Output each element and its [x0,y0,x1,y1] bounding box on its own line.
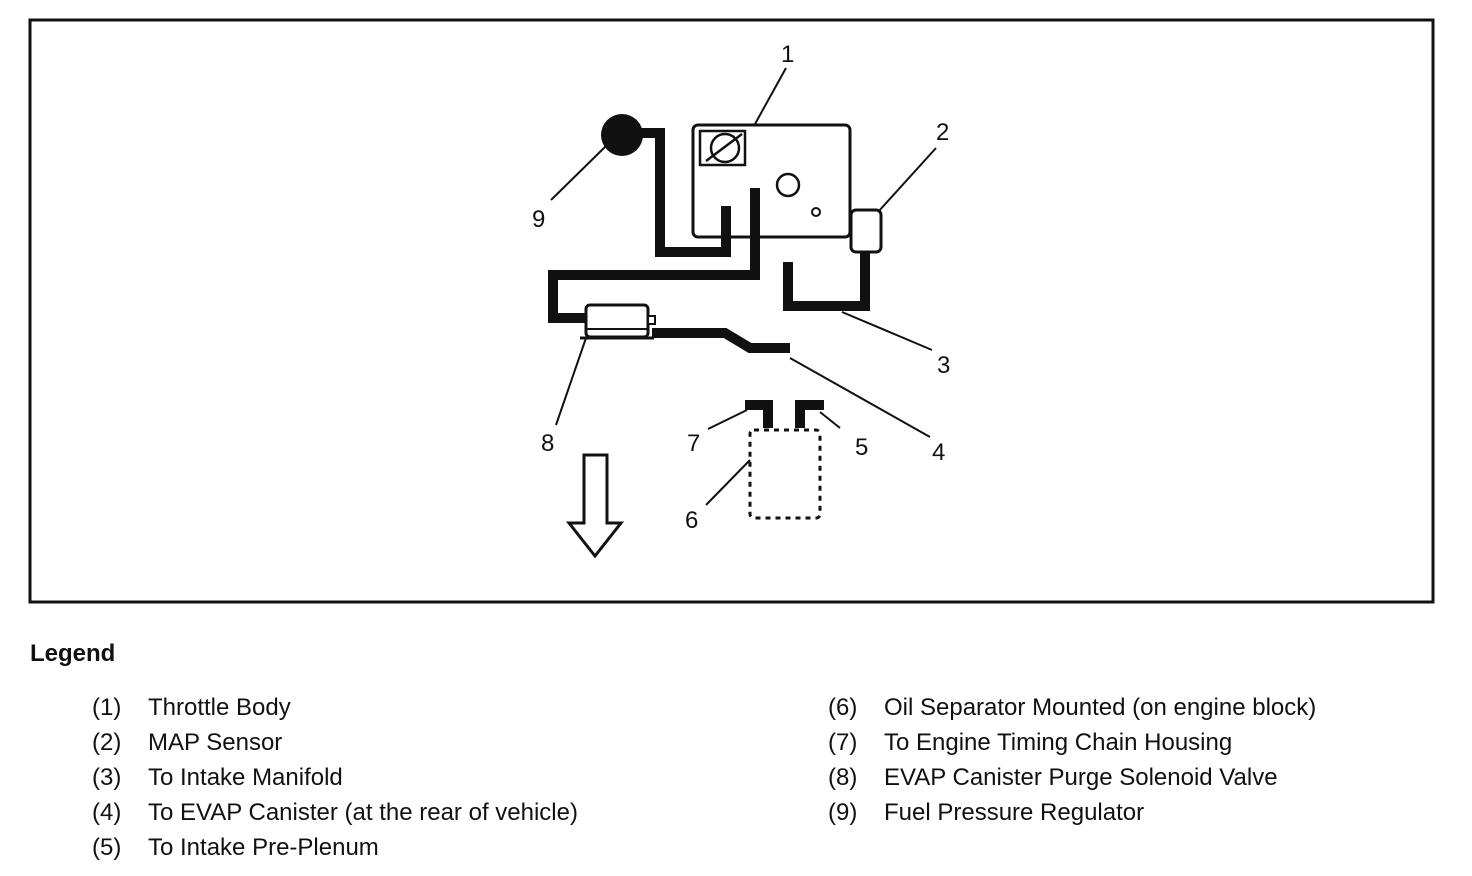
legend-column-right: (6) Oil Separator Mounted (on engine blo… [828,690,1316,830]
legend-label: Oil Separator Mounted (on engine block) [884,694,1317,721]
diagram-frame [28,18,1435,604]
legend-label: To EVAP Canister (at the rear of vehicle… [148,799,578,826]
legend-item-fuel-pressure-regulator: (9) Fuel Pressure Regulator [828,795,1316,830]
legend-number: (3) [92,764,122,791]
callout-7: 7 [687,430,700,457]
hose-timing-chain [745,400,773,428]
legend-column-left: (1) Throttle Body (2) MAP Sensor (3) To … [92,690,578,865]
callout-6: 6 [685,507,698,534]
legend-label: EVAP Canister Purge Solenoid Valve [884,764,1278,791]
callout-1: 1 [781,41,794,68]
hose-map-to-manifold [783,252,870,311]
legend-number: (5) [92,834,122,861]
fuel-pressure-regulator [601,114,643,156]
hose-throttle-to-solenoid [548,188,760,323]
callout-3: 3 [937,352,950,379]
hose-pre-plenum [795,400,824,428]
callout-2: 2 [936,119,949,146]
legend-item-purge-solenoid: (8) EVAP Canister Purge Solenoid Valve [828,760,1316,795]
legend-number: (6) [828,694,858,721]
legend-item-evap-canister: (4) To EVAP Canister (at the rear of veh… [92,795,578,830]
legend-number: (4) [92,799,122,826]
vacuum-hose-diagram: 1 2 3 4 5 6 7 8 9 [28,18,1435,604]
legend-number: (8) [828,764,858,791]
hose-fpr-to-throttle [640,128,731,257]
legend-item-pre-plenum: (5) To Intake Pre-Plenum [92,830,578,865]
legend-number: (2) [92,729,122,756]
legend-number: (9) [828,799,858,826]
legend-label: To Intake Pre-Plenum [148,834,379,861]
legend-label: Fuel Pressure Regulator [884,799,1145,826]
legend-label: MAP Sensor [148,729,283,756]
leader-lines [550,67,937,506]
legend-number: (1) [92,694,122,721]
legend-item-timing-chain: (7) To Engine Timing Chain Housing [828,725,1316,760]
purge-solenoid-valve [580,303,656,340]
callout-5: 5 [855,434,868,461]
direction-arrow [565,453,625,559]
callout-4: 4 [932,439,945,466]
legend-item-oil-separator: (6) Oil Separator Mounted (on engine blo… [828,690,1316,725]
legend-item-throttle-body: (1) Throttle Body [92,690,578,725]
legend-item-intake-manifold: (3) To Intake Manifold [92,760,578,795]
legend-number: (7) [828,729,858,756]
vacuum-hoses [548,128,870,428]
legend-label: To Intake Manifold [148,764,343,791]
map-sensor [849,208,883,254]
oil-separator [748,428,822,520]
legend-label: Throttle Body [148,694,291,721]
callout-9: 9 [532,206,545,233]
throttle-body [691,123,852,239]
legend-label: To Engine Timing Chain Housing [884,729,1233,756]
legend-item-map-sensor: (2) MAP Sensor [92,725,578,760]
hose-to-evap-canister [652,328,790,353]
legend-title: Legend [30,640,116,667]
callout-8: 8 [541,430,554,457]
